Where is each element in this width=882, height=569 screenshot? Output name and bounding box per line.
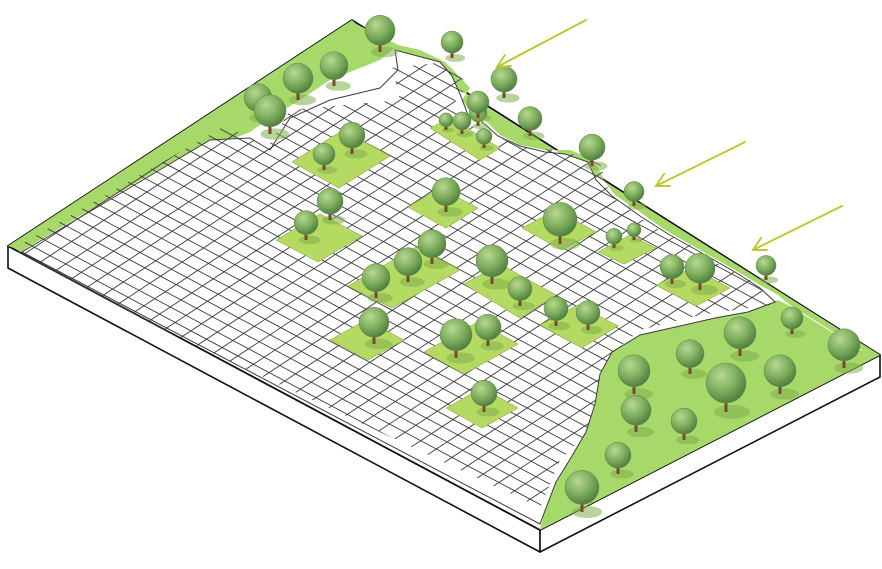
tree-shadow [371, 47, 398, 58]
tree [491, 66, 520, 102]
tree-canopy [606, 228, 622, 244]
tree-canopy [432, 178, 460, 206]
tree-canopy [476, 245, 508, 277]
tree-shadow [730, 350, 759, 361]
tree-shadow [581, 326, 603, 334]
tree-canopy [453, 112, 471, 130]
tree-shadow [322, 215, 345, 224]
tree-shadow [549, 322, 571, 330]
tree-canopy [476, 128, 492, 144]
tree-shadow [665, 280, 687, 288]
tree-canopy [467, 91, 489, 113]
tree-shadow [457, 131, 473, 137]
tree-shadow [630, 238, 643, 243]
tree-shadow [691, 285, 718, 296]
tree-shadow [317, 166, 337, 174]
tree-canopy [618, 355, 650, 387]
tree-shadow [299, 236, 321, 244]
tree-canopy [320, 52, 348, 80]
tree-canopy [365, 15, 395, 45]
tree-canopy [518, 107, 542, 131]
tree-canopy [339, 122, 365, 148]
tree-canopy [439, 113, 453, 127]
tree-canopy [313, 143, 335, 165]
tree-canopy [565, 470, 599, 504]
wind-arrow [656, 142, 745, 186]
tree-shadow [480, 341, 503, 350]
tree-canopy [475, 314, 501, 340]
tree-canopy [543, 202, 577, 236]
tree-canopy [317, 188, 343, 214]
tree-canopy [362, 264, 390, 292]
tree-shadow [610, 469, 633, 478]
tree-shadow [365, 339, 392, 350]
tree-canopy [283, 63, 313, 93]
tree-canopy [764, 355, 796, 387]
tree-shadow [760, 277, 778, 284]
tree-shadow [770, 388, 799, 399]
tree-canopy [471, 380, 497, 406]
tree-shadow [714, 405, 750, 419]
tree-shadow [344, 149, 367, 158]
tree-shadow [438, 207, 463, 217]
tree-canopy [676, 340, 704, 368]
tree-canopy [781, 307, 803, 329]
tree-canopy [756, 256, 776, 276]
tree-canopy [418, 230, 446, 258]
tree-canopy [294, 211, 318, 235]
tree-shadow [368, 293, 393, 303]
wind-arrow [753, 206, 842, 250]
tree-canopy [624, 182, 644, 202]
tree-canopy [440, 319, 472, 351]
tree-canopy [724, 317, 756, 349]
tree-shadow [471, 114, 491, 122]
tree-canopy [660, 255, 684, 279]
tree-shadow [785, 330, 805, 338]
tree-canopy [254, 95, 286, 127]
tree-shadow [584, 161, 607, 170]
tree-shadow [446, 352, 475, 363]
tree-shadow [445, 54, 465, 62]
tree [441, 31, 465, 62]
tree-canopy [671, 408, 697, 434]
tree-shadow [523, 132, 545, 140]
tree-shadow [473, 123, 489, 129]
tree-shadow [628, 203, 646, 210]
tree-shadow [289, 95, 316, 106]
tree-shadow [400, 277, 425, 287]
tree-canopy [605, 442, 631, 468]
tree-canopy [828, 329, 860, 361]
tree-shadow [326, 81, 351, 91]
tree-shadow [479, 145, 493, 151]
tree-canopy [544, 297, 568, 321]
tree-canopy [579, 134, 605, 160]
tree-canopy [621, 395, 651, 425]
tree-shadow [496, 93, 519, 102]
tree-shadow [476, 407, 499, 416]
tree-shadow [513, 302, 535, 310]
tree-shadow [572, 506, 603, 518]
tree-shadow [627, 427, 654, 438]
tree-shadow [260, 128, 289, 139]
tree-canopy [491, 66, 517, 92]
tree-canopy [685, 253, 715, 283]
tree-canopy [359, 307, 389, 337]
tree-shadow [609, 245, 623, 251]
tree-canopy [441, 31, 463, 53]
tree-shadow [424, 259, 449, 269]
wind-arrow [497, 20, 586, 67]
tree-canopy [706, 363, 746, 403]
tree-canopy [508, 277, 532, 301]
tree-shadow [834, 362, 863, 373]
tree-shadow [550, 238, 581, 250]
tree-canopy [394, 248, 422, 276]
tree-shadow [482, 278, 511, 289]
tree-shadow [676, 435, 699, 444]
tree-canopy [576, 301, 600, 325]
tree-shadow [442, 128, 455, 133]
tree-shadow [682, 369, 707, 379]
tree-canopy [627, 223, 641, 237]
